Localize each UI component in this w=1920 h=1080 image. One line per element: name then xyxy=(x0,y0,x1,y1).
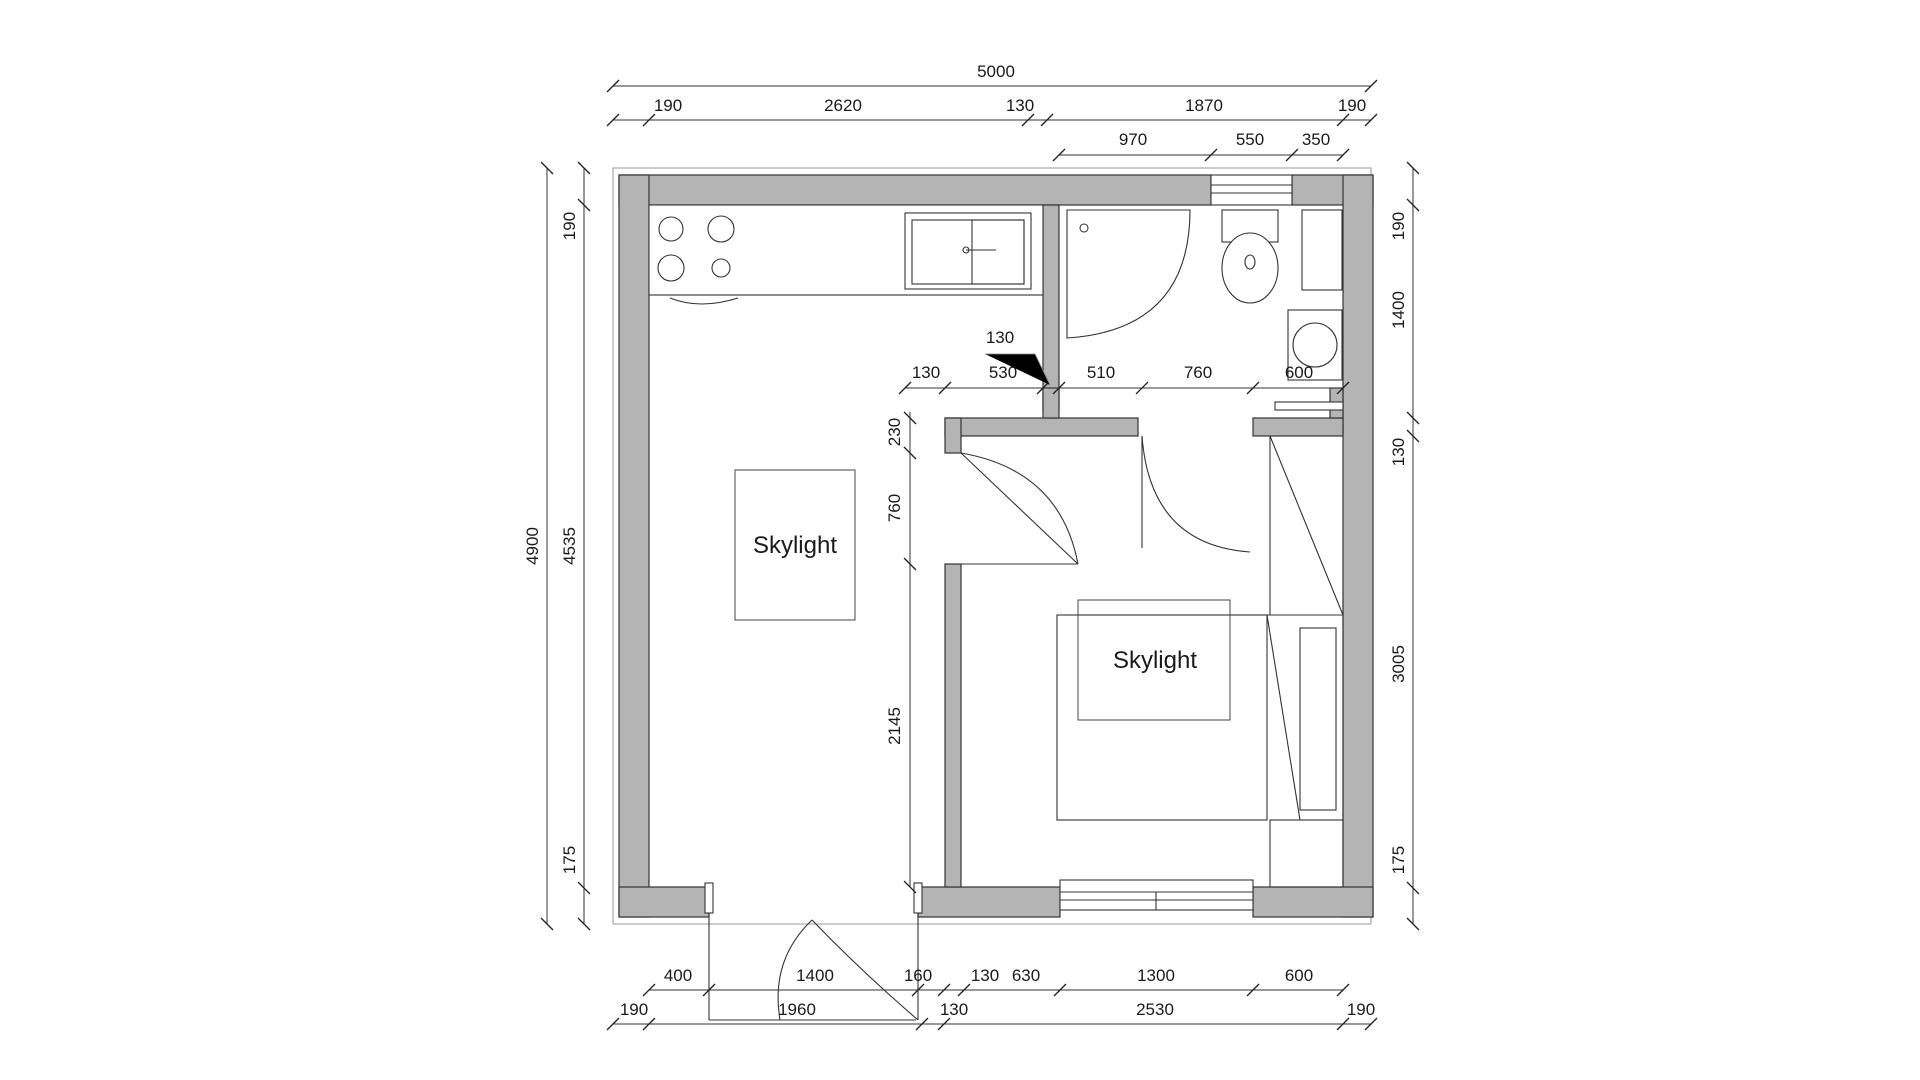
dim-top-5000: 5000 xyxy=(977,62,1015,81)
dim-inner-760: 760 xyxy=(1184,363,1212,382)
dim-bot2-1960: 1960 xyxy=(778,1000,816,1019)
wall-bottom-mid xyxy=(917,886,1061,918)
bed-icon xyxy=(1056,614,1268,821)
washing-machine-icon xyxy=(1287,309,1343,381)
dim-bot-1400: 1400 xyxy=(796,966,834,985)
dim-left-row: 190 4535 175 xyxy=(560,161,591,931)
dim-inner-530: 530 xyxy=(989,363,1017,382)
dim-top-2620: 2620 xyxy=(824,96,862,115)
toilet-icon xyxy=(1221,232,1279,304)
stove-burner-icon xyxy=(657,254,685,282)
dim-top-row: 190 2620 130 1870 190 xyxy=(606,96,1378,127)
skylight-right-label: Skylight xyxy=(1113,647,1197,674)
dim-bottom-row1: 400 1400 160 130 630 1300 600 xyxy=(642,966,1350,997)
dim-bath-350: 350 xyxy=(1302,130,1330,149)
dim-bot-630: 630 xyxy=(1012,966,1040,985)
wall-bed-upper xyxy=(944,417,962,454)
stove-burner-icon xyxy=(711,258,731,278)
skylights: Skylight Skylight xyxy=(734,469,1231,721)
bathroom xyxy=(1066,209,1344,411)
dim-bot-160: 160 xyxy=(904,966,932,985)
dim-left-4535: 4535 xyxy=(560,527,579,565)
interior-doors xyxy=(960,435,1344,616)
dim-right-130: 130 xyxy=(1389,438,1408,466)
towel-rail-icon xyxy=(1274,401,1344,411)
dim-bot-400: 400 xyxy=(664,966,692,985)
dim-inner-130: 130 xyxy=(912,363,940,382)
bed xyxy=(1056,614,1344,888)
dim-top-130: 130 xyxy=(1006,96,1034,115)
dim-inner-horizontal: 130 530 510 760 600 130 xyxy=(898,328,1350,395)
skylight-left-label: Skylight xyxy=(753,532,837,559)
dim-bot2-190-left: 190 xyxy=(620,1000,648,1019)
dim-bot-600: 600 xyxy=(1285,966,1313,985)
dim-right-175: 175 xyxy=(1389,846,1408,874)
dim-inner-2145: 2145 xyxy=(885,707,904,745)
dim-bot2-130: 130 xyxy=(940,1000,968,1019)
dim-inner-vertical: 230 760 2145 xyxy=(885,411,917,894)
dim-right-190: 190 xyxy=(1389,212,1408,240)
wall-bed-lower xyxy=(944,563,962,888)
dim-inner-510: 510 xyxy=(1087,363,1115,382)
dim-right-3005: 3005 xyxy=(1389,645,1408,683)
dim-inner-230: 230 xyxy=(885,418,904,446)
wall-bottom-right xyxy=(1252,886,1374,918)
window-top xyxy=(1210,174,1293,206)
dim-bath-970: 970 xyxy=(1119,130,1147,149)
dim-inner-v-760: 760 xyxy=(885,494,904,522)
dim-top-190-right: 190 xyxy=(1338,96,1366,115)
dim-inner-600: 600 xyxy=(1285,363,1313,382)
wall-bath-stub xyxy=(1042,387,1060,419)
stove-burner-icon xyxy=(658,216,684,242)
dim-left-overall: 4900 xyxy=(523,161,554,931)
dim-top-overall: 5000 xyxy=(606,62,1378,93)
wall-left xyxy=(618,174,650,918)
dim-bath-550: 550 xyxy=(1236,130,1264,149)
dim-bot-130: 130 xyxy=(971,966,999,985)
kitchen-counter xyxy=(648,204,1044,305)
dim-bottom-row2: 190 1960 130 2530 190 xyxy=(606,1000,1378,1031)
dim-bot2-2530: 2530 xyxy=(1136,1000,1174,1019)
dim-left-175: 175 xyxy=(560,846,579,874)
sink-icon xyxy=(904,212,1032,290)
entrance-door xyxy=(704,882,923,1021)
window-bottom xyxy=(1059,879,1254,911)
bath-cabinet-icon xyxy=(1301,209,1343,291)
dim-bot2-190-right: 190 xyxy=(1347,1000,1375,1019)
wall-mid-left xyxy=(944,417,1139,437)
dim-right-1400: 1400 xyxy=(1389,291,1408,329)
dim-top-190-left: 190 xyxy=(654,96,682,115)
wall-bottom-left xyxy=(618,886,710,918)
wall-mid-right xyxy=(1252,417,1344,437)
dim-top-bath: 970 550 350 xyxy=(1052,130,1350,162)
dim-left-190: 190 xyxy=(560,212,579,240)
skylight-left xyxy=(734,469,856,621)
pillow-icon xyxy=(1299,627,1337,811)
wall-right xyxy=(1342,174,1374,918)
dim-bot-1300: 1300 xyxy=(1137,966,1175,985)
dim-right-row: 190 1400 130 3005 175 xyxy=(1389,161,1420,931)
shower-icon xyxy=(1066,209,1191,339)
dim-top-1870: 1870 xyxy=(1185,96,1223,115)
wall-top-left xyxy=(618,174,1212,206)
stove-burner-icon xyxy=(707,215,735,243)
skylight-right xyxy=(1077,599,1231,721)
dim-left-4900: 4900 xyxy=(523,527,542,565)
walls xyxy=(618,174,1374,918)
dim-inner-note-130: 130 xyxy=(986,328,1014,347)
